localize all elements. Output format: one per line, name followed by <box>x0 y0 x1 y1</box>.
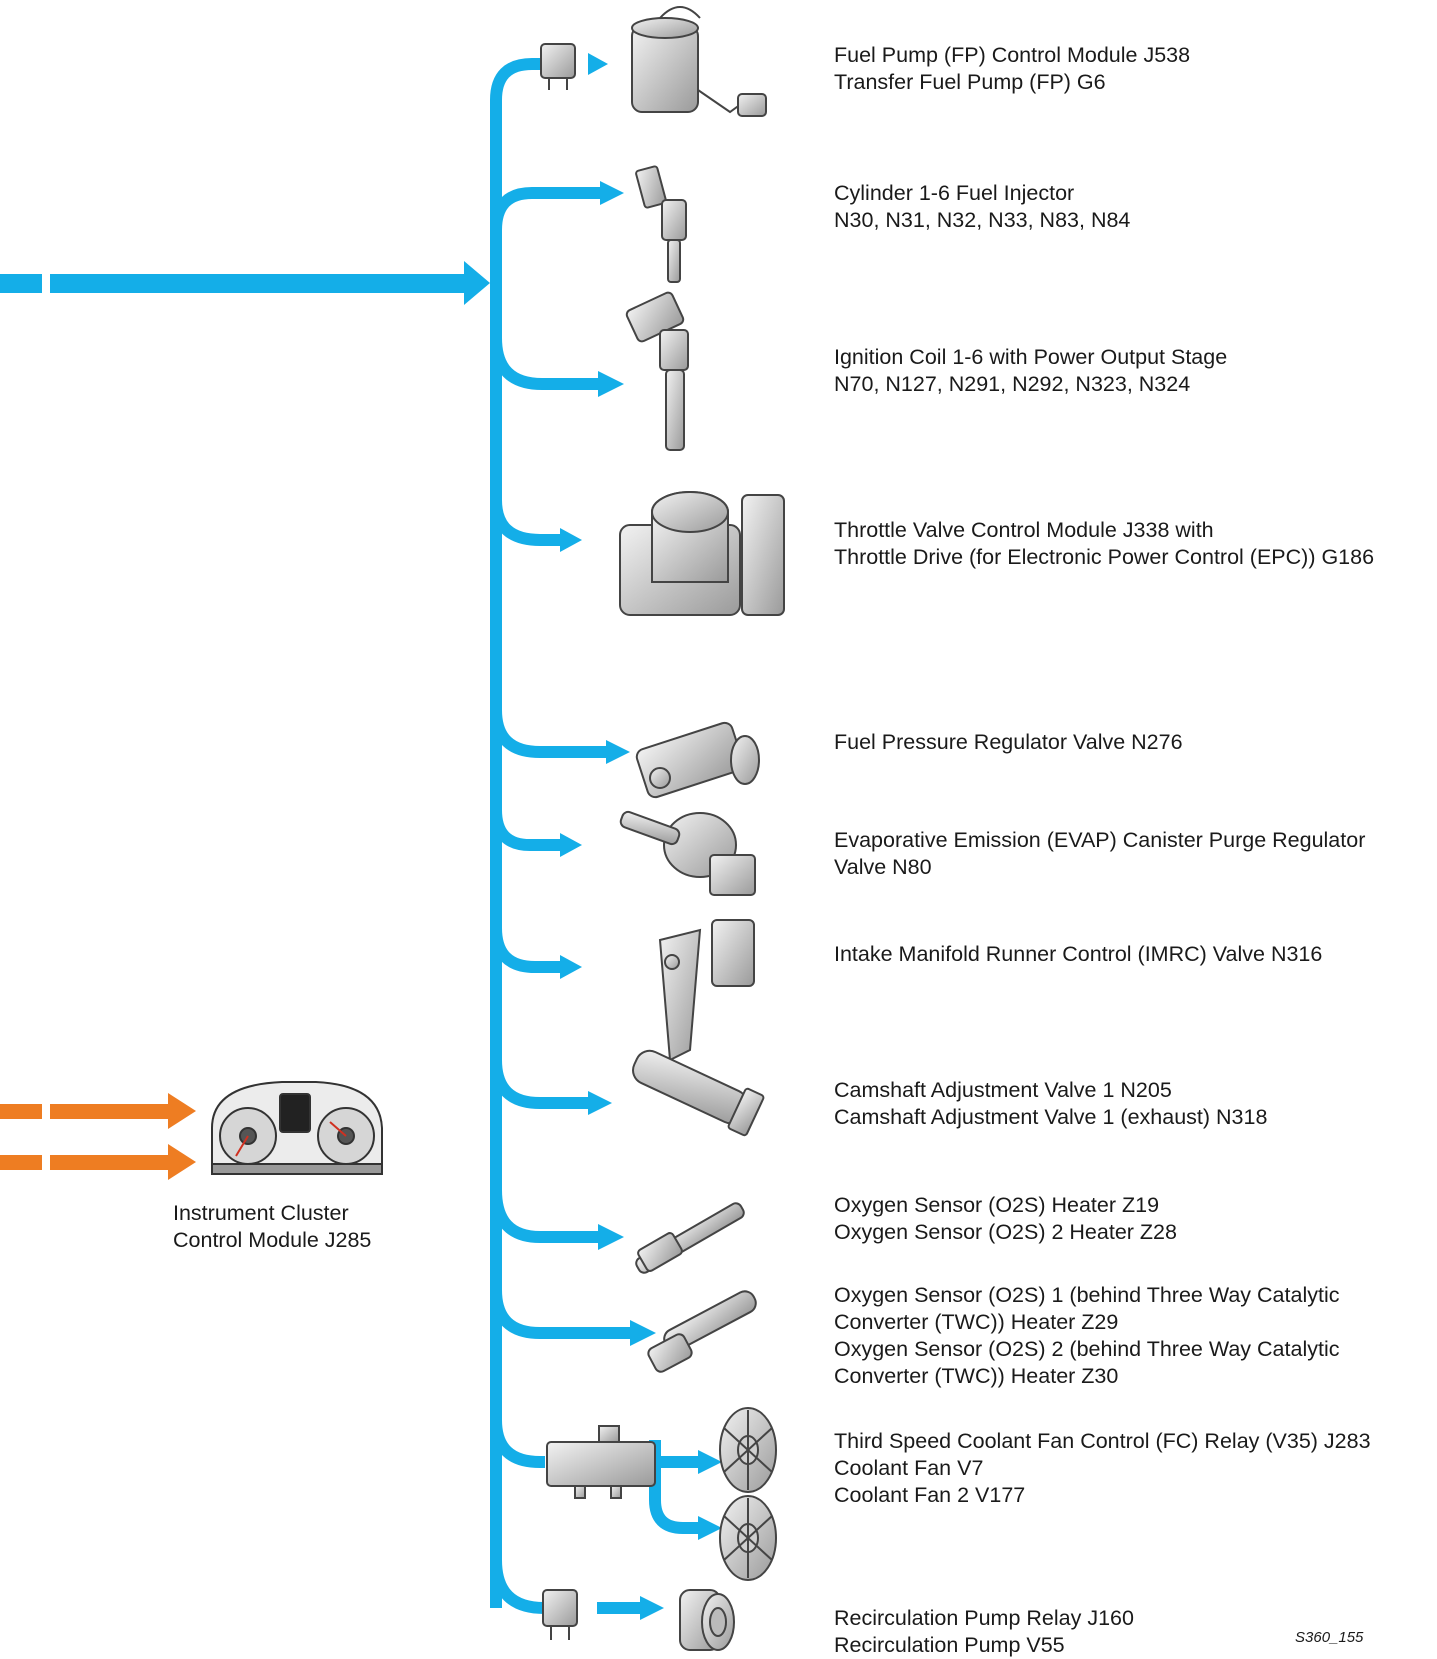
instrument-cluster-icon <box>212 1082 382 1174</box>
fuel-injector-icon <box>635 166 686 282</box>
coolant-fan-icon <box>720 1496 776 1580</box>
relay-icon <box>543 1590 577 1640</box>
coolant-fan-icon <box>720 1408 776 1492</box>
cluster-signal-arrows <box>0 1093 196 1180</box>
component-label: Oxygen Sensor (O2S) 1 (behind Three Way … <box>834 1282 1339 1390</box>
throttle-body-icon <box>620 492 784 615</box>
relay-icon <box>541 44 575 90</box>
component-label: Throttle Valve Control Module J338 with … <box>834 517 1374 571</box>
pressure-valve-icon <box>635 721 759 799</box>
component-label: Ignition Coil 1-6 with Power Output Stag… <box>834 344 1227 398</box>
recirculation-pump-icon <box>680 1590 734 1650</box>
purge-valve-icon <box>619 810 755 895</box>
fuel-pump-icon <box>632 7 766 116</box>
component-label: Intake Manifold Runner Control (IMRC) Va… <box>834 941 1322 968</box>
component-label: Third Speed Coolant Fan Control (FC) Rel… <box>834 1428 1371 1509</box>
component-label: Camshaft Adjustment Valve 1 N205 Camshaf… <box>834 1077 1267 1131</box>
ignition-coil-icon <box>625 291 688 450</box>
oxygen-sensor-icon <box>634 1201 746 1275</box>
camshaft-valve-icon <box>628 1046 764 1136</box>
component-label: Recirculation Pump Relay J160 Recirculat… <box>834 1605 1134 1659</box>
oxygen-sensor-icon <box>646 1288 759 1374</box>
fan-relay-icon <box>547 1426 655 1498</box>
imrc-valve-icon <box>660 920 754 1060</box>
input-signal-arrow <box>0 261 490 305</box>
instrument-cluster-label: Instrument Cluster Control Module J285 <box>173 1200 371 1254</box>
component-label: Oxygen Sensor (O2S) Heater Z19 Oxygen Se… <box>834 1192 1177 1246</box>
component-label: Cylinder 1-6 Fuel Injector N30, N31, N32… <box>834 180 1130 234</box>
figure-id: S360_155 <box>1295 1629 1363 1646</box>
component-label: Fuel Pump (FP) Control Module J538 Trans… <box>834 42 1190 96</box>
component-label: Fuel Pressure Regulator Valve N276 <box>834 729 1183 756</box>
component-label: Evaporative Emission (EVAP) Canister Pur… <box>834 827 1365 881</box>
